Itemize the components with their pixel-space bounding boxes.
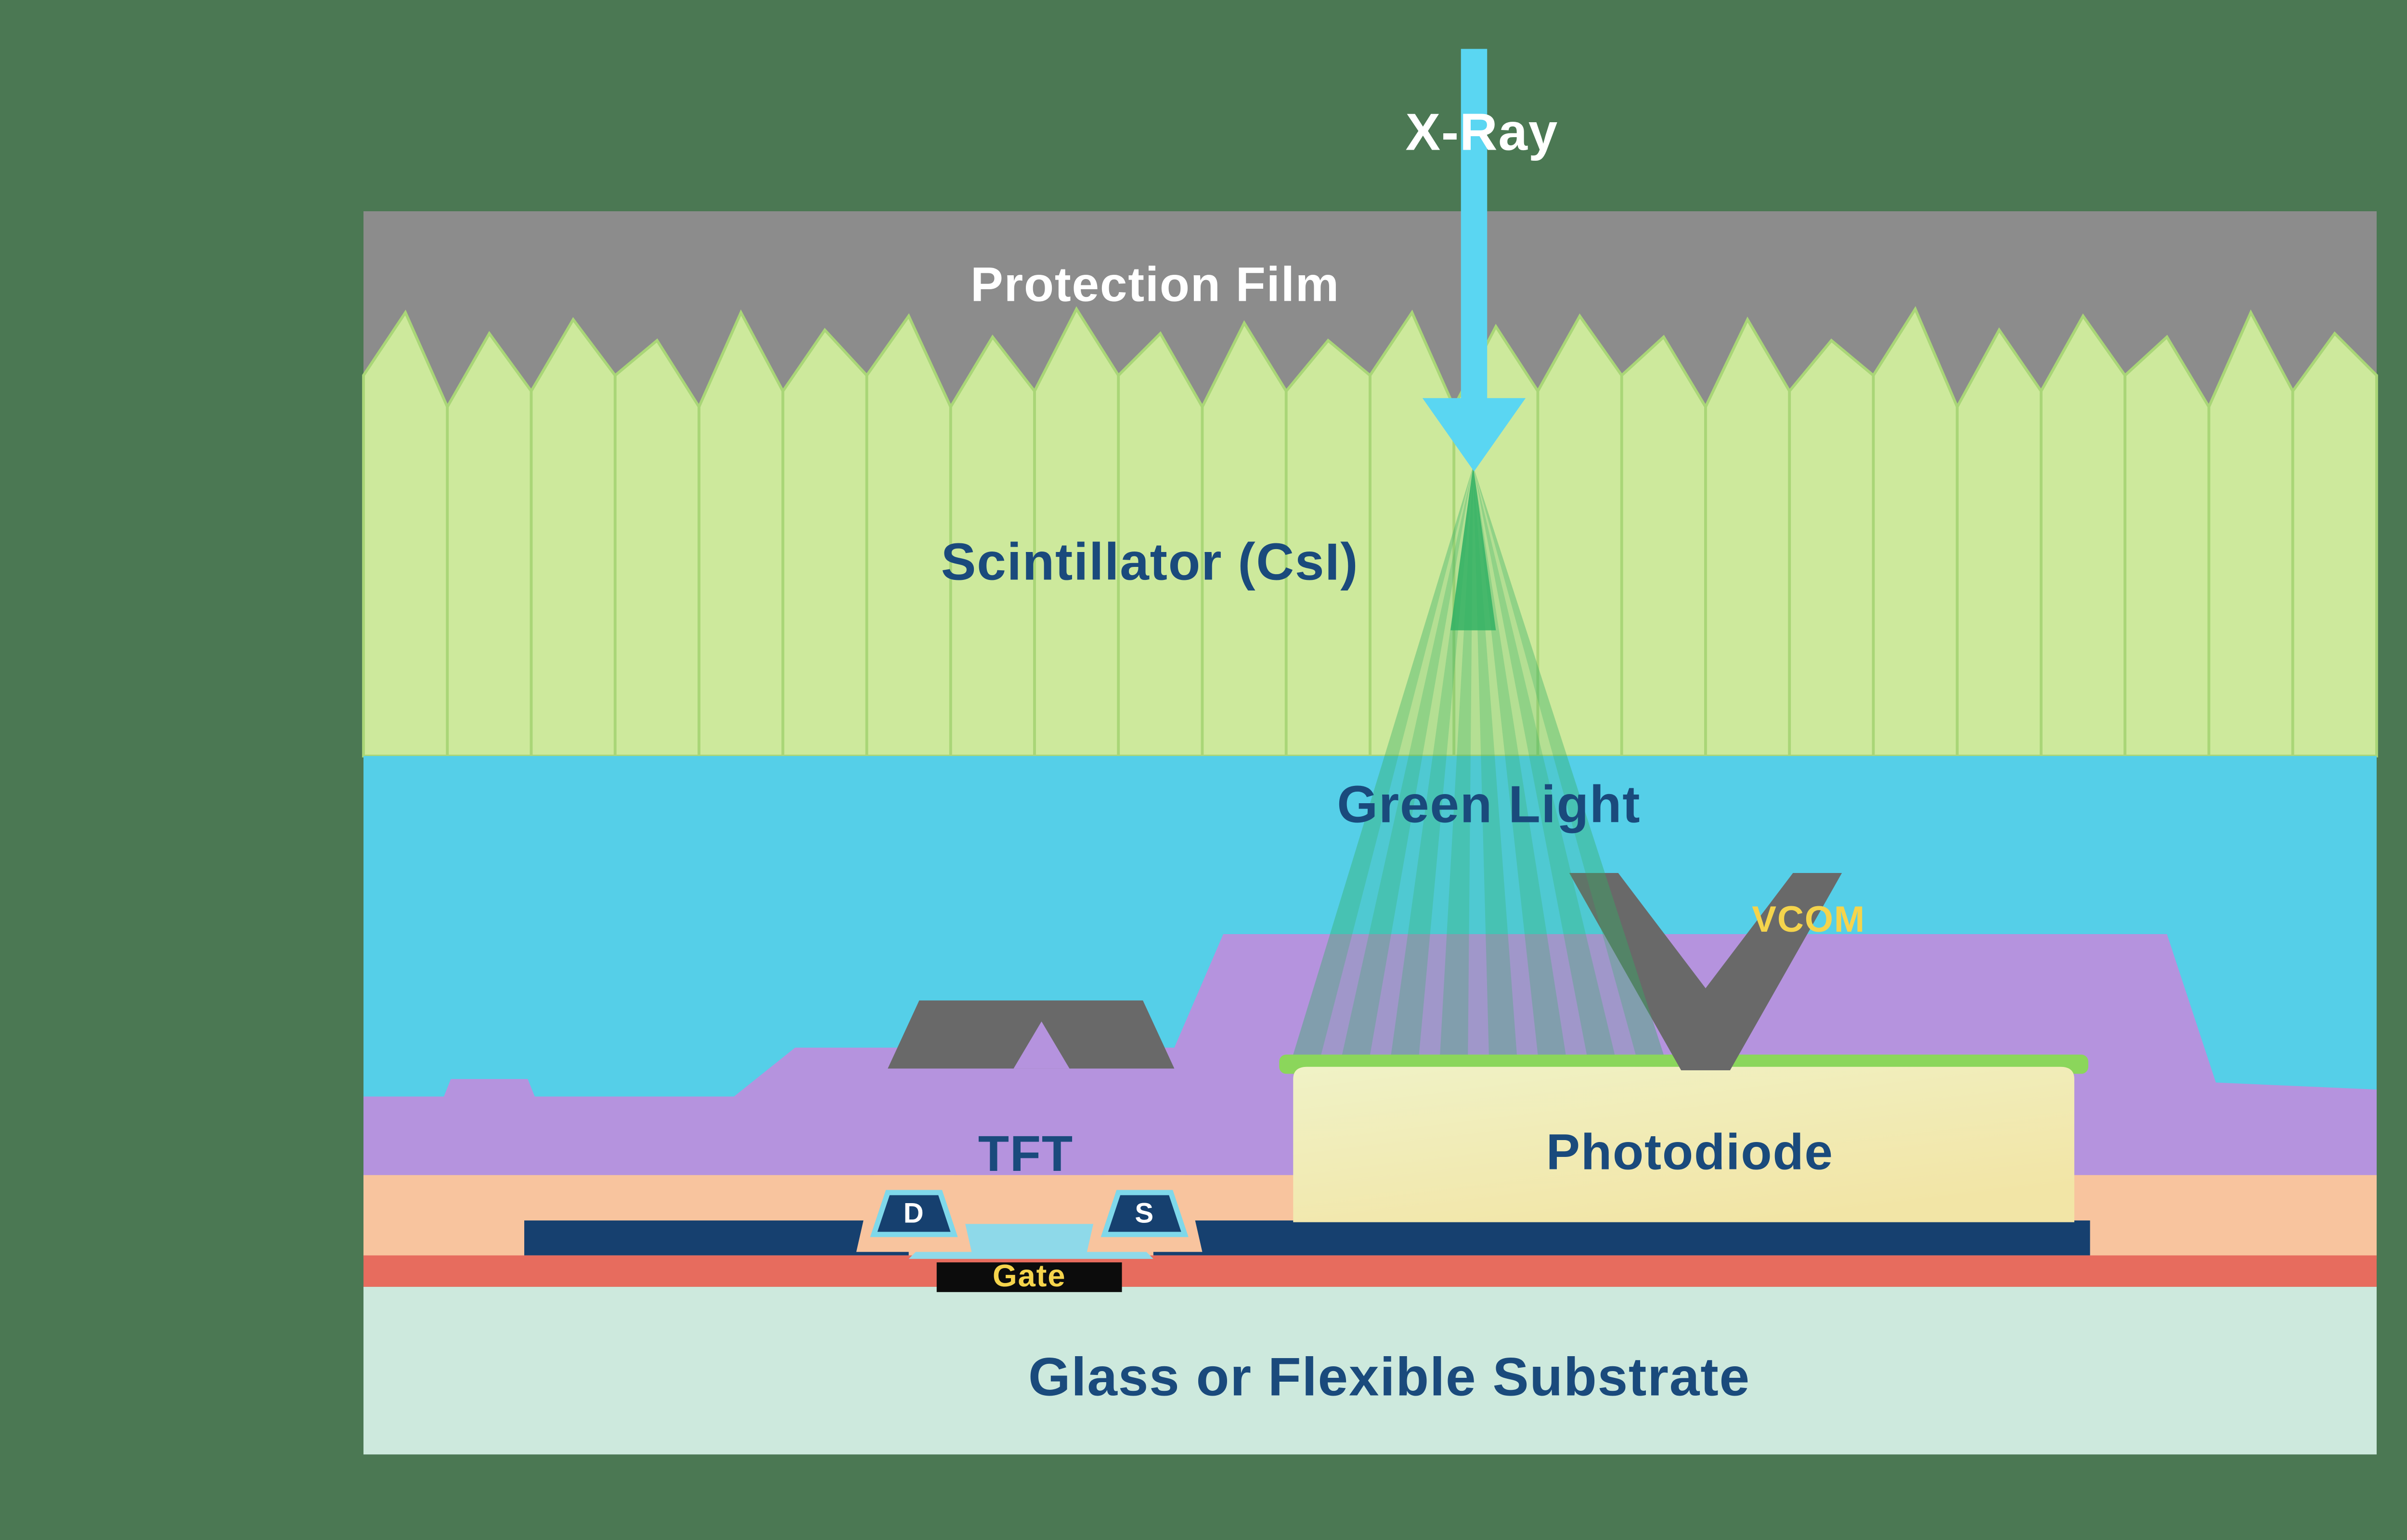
scintillator-column	[2040, 313, 2127, 757]
metal-line-left	[524, 1220, 909, 1256]
green-light-ray	[1342, 466, 1474, 1055]
metal-line-right	[1153, 1220, 2090, 1256]
photodiode-body	[1293, 1066, 2074, 1222]
gray-electrode-left	[888, 1000, 1175, 1069]
vcom-electrode	[1569, 873, 1842, 1071]
scintillator-column	[530, 317, 617, 757]
scintillator-column	[1704, 316, 1791, 757]
protection-film-label: Protection Film	[971, 257, 1340, 312]
green-light-core	[1450, 466, 1496, 630]
xray-arrow-head	[1422, 398, 1526, 472]
scintillator-column	[698, 309, 785, 757]
scintillator-label: Scintillator (CsI)	[941, 532, 1359, 591]
xray-label: X-Ray	[1405, 103, 1558, 162]
gate-electrode	[936, 1262, 1122, 1292]
drain-pad	[870, 1190, 958, 1237]
scintillator-column	[2123, 334, 2211, 757]
xray-arrow-shaft	[1461, 49, 1488, 402]
xray-arrow	[1422, 49, 1526, 472]
tft-label: TFT	[978, 1126, 1074, 1182]
green-light-ray	[1391, 466, 1474, 1055]
scintillator-column	[1788, 338, 1875, 757]
drain-label: D	[904, 1198, 925, 1229]
scintillator-column	[865, 313, 952, 757]
vcom-label: VCOM	[1752, 899, 1865, 940]
green-light-ray	[1293, 466, 1474, 1055]
photodiode-label: Photodiode	[1546, 1124, 1834, 1181]
scintillator-column	[781, 328, 868, 757]
insulator-layer	[363, 1255, 2377, 1287]
scintillator-column	[1536, 313, 1623, 757]
scintillator-layer	[362, 306, 2378, 757]
scintillator-column	[2291, 331, 2378, 757]
scintillator-column	[1955, 327, 2043, 757]
scintillator-column	[446, 331, 533, 757]
gray-electrode-left-notch	[1013, 1021, 1070, 1069]
green-light-label: Green Light	[1337, 775, 1641, 834]
source-label: S	[1135, 1198, 1154, 1229]
substrate-layer	[363, 1286, 2377, 1455]
scintillator-column	[362, 309, 449, 757]
source-pad	[1100, 1190, 1189, 1237]
gate-label: Gate	[993, 1258, 1066, 1293]
scintillator-column	[1872, 306, 1959, 757]
scintillator-column	[2207, 309, 2294, 757]
substrate-label: Glass or Flexible Substrate	[1028, 1347, 1750, 1407]
scintillator-column	[1620, 334, 1707, 757]
detector-panel: Protection Film Scintillator (CsI) Green…	[362, 211, 2378, 1455]
green-light-envelope	[1293, 466, 1664, 1055]
scintillator-column	[613, 338, 700, 757]
